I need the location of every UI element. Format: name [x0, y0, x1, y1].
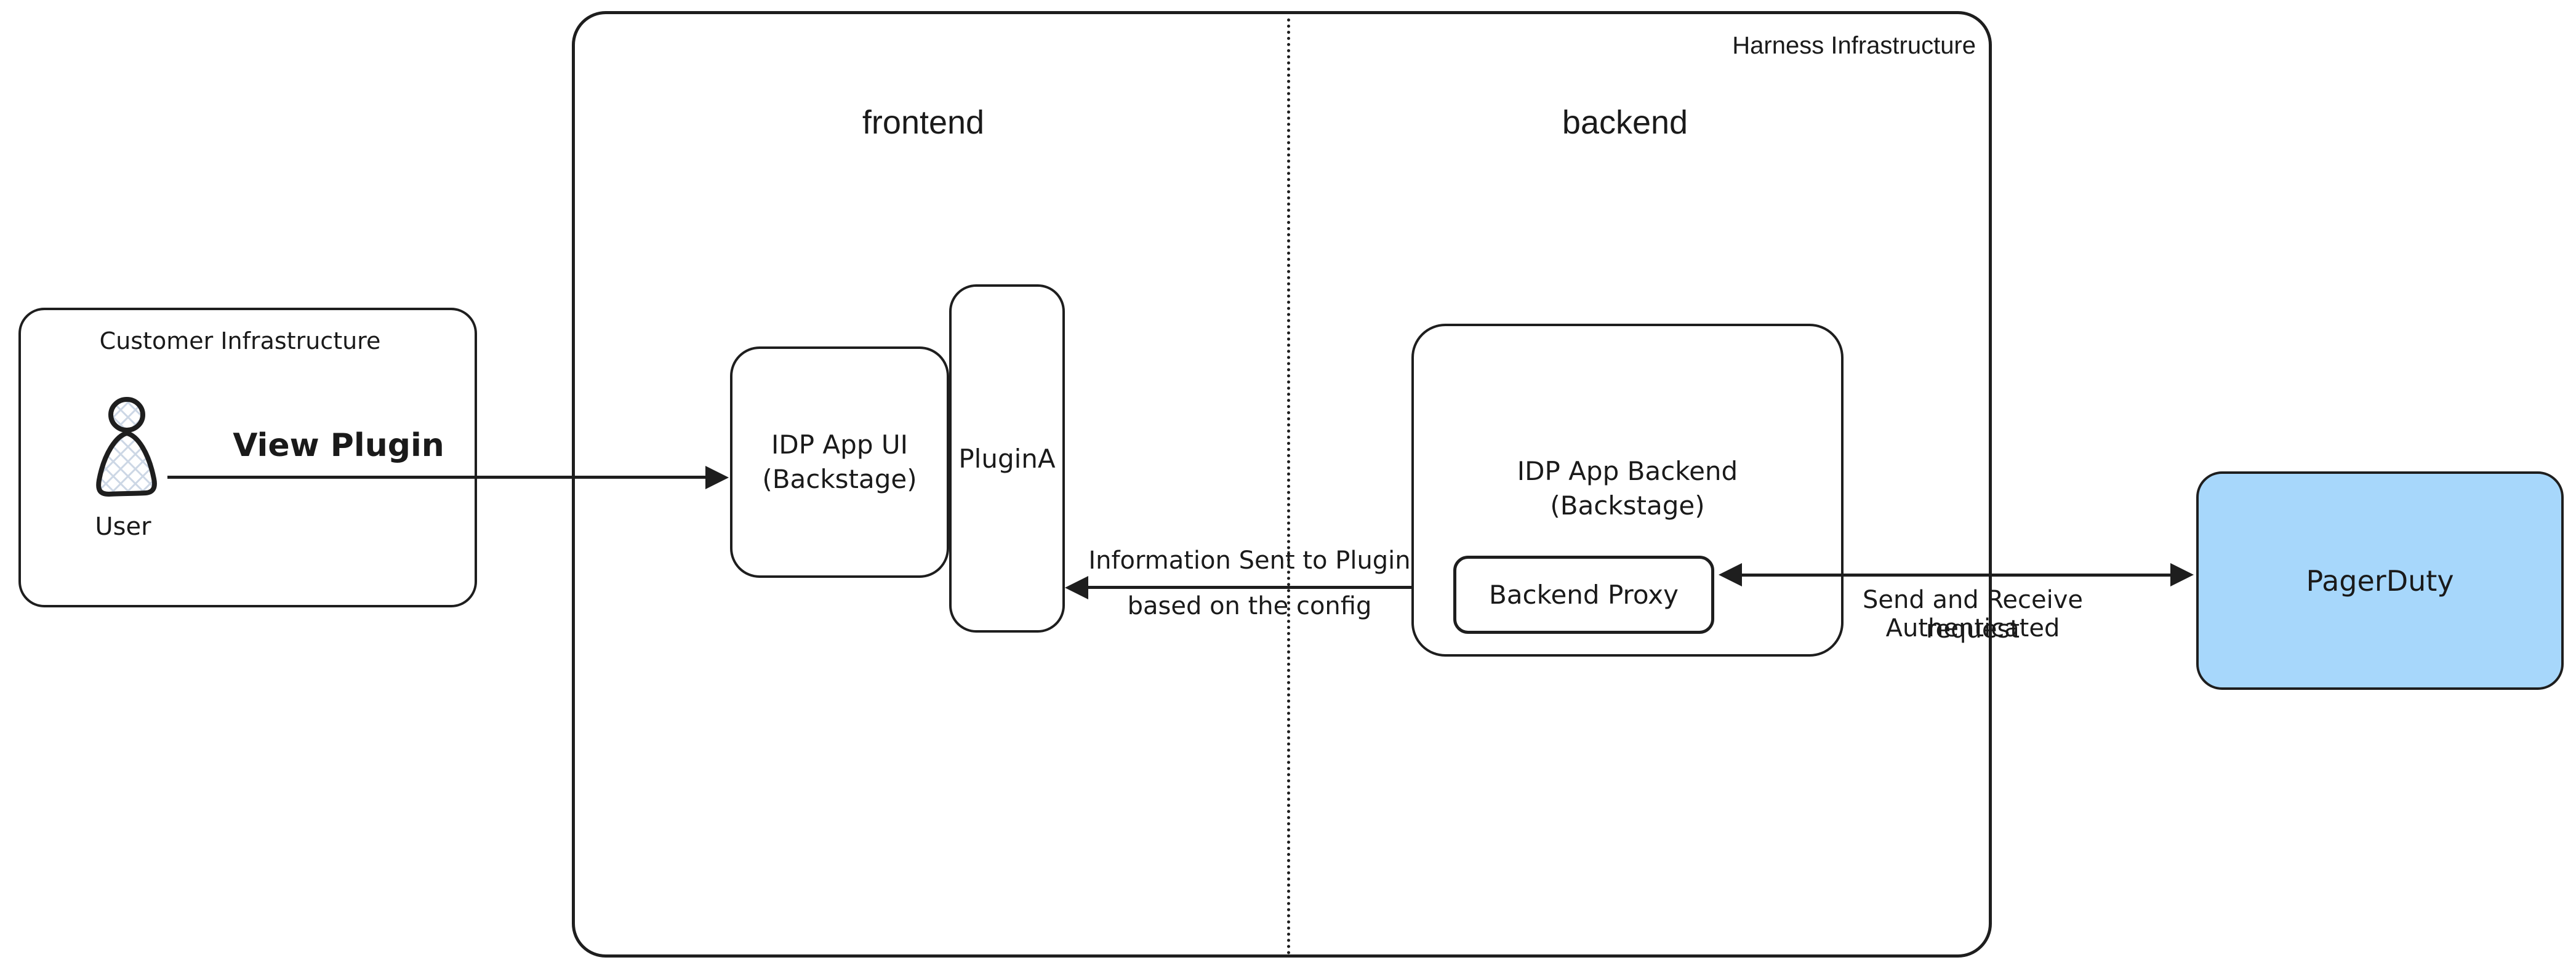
backend-proxy-label: Backend Proxy — [1489, 580, 1679, 610]
user-icon — [96, 397, 157, 497]
info-to-plugin-label-line2: based on the config — [1127, 592, 1372, 620]
idp-app-backend-label-line2: (Backstage) — [1550, 490, 1705, 521]
info-to-plugin-arrow-line — [1088, 586, 1411, 589]
idp-app-ui-box: IDP App UI (Backstage) — [730, 346, 949, 578]
view-plugin-arrowhead — [705, 466, 729, 489]
idp-app-backend-label: IDP App Backend (Backstage) — [1411, 454, 1844, 523]
send-receive-arrowhead-right — [2170, 563, 2194, 586]
backend-proxy-box: Backend Proxy — [1453, 556, 1714, 634]
info-to-plugin-arrowhead — [1065, 576, 1088, 599]
idp-app-backend-label-line1: IDP App Backend — [1517, 456, 1738, 486]
backend-section-label: backend — [1562, 104, 1688, 141]
info-to-plugin-label-line1: Information Sent to Plugin — [1088, 546, 1411, 575]
plugin-a-box: PluginA — [949, 284, 1065, 633]
harness-infrastructure-box — [572, 11, 1992, 958]
send-receive-arrowhead-left — [1719, 563, 1742, 586]
user-label: User — [95, 513, 151, 541]
customer-infrastructure-label: Customer Infrastructure — [99, 327, 381, 354]
view-plugin-arrow-line — [167, 476, 705, 479]
plugin-a-label: PluginA — [958, 443, 1056, 474]
idp-app-ui-label-line1: IDP App UI — [771, 430, 908, 460]
frontend-section-label: frontend — [862, 104, 985, 141]
send-receive-label-line1: Send and Receive Authenticated — [1862, 586, 2084, 642]
frontend-backend-divider — [1287, 18, 1290, 955]
harness-infrastructure-label: Harness Infrastructure — [1732, 32, 1976, 59]
send-receive-label-line2: request — [1925, 615, 2020, 644]
view-plugin-label: View Plugin — [233, 427, 444, 464]
idp-app-ui-label-line2: (Backstage) — [762, 464, 917, 494]
customer-infrastructure-box — [18, 308, 477, 607]
pagerduty-box: PagerDuty — [2196, 471, 2564, 690]
send-receive-arrow-line — [1742, 574, 2173, 577]
pagerduty-label: PagerDuty — [2306, 564, 2454, 598]
